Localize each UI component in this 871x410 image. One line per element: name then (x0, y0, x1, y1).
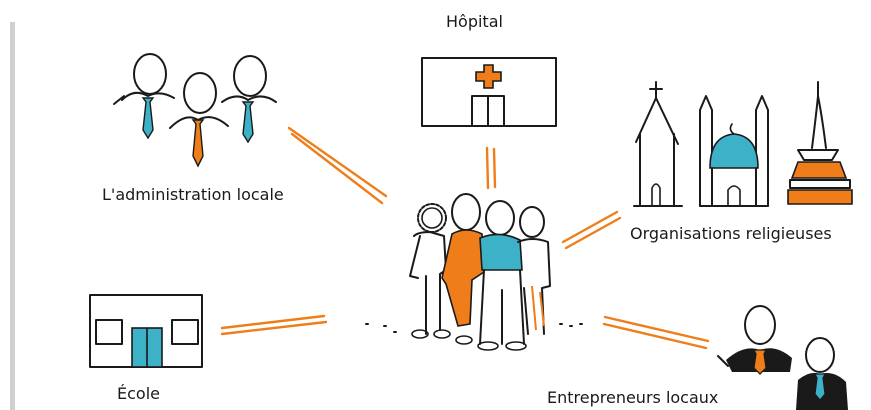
left-divider (10, 22, 15, 410)
local-entrepreneurs-label: Entrepreneurs locaux (547, 388, 719, 407)
entrepreneurs-icon (717, 305, 848, 410)
religious-organisations-label: Organisations religieuses (630, 224, 832, 243)
administration-people-icon (113, 53, 277, 168)
connector-religious (561, 210, 622, 250)
community-group-icon (365, 193, 583, 351)
religious-buildings-icon (633, 81, 853, 207)
hospital-icon (421, 57, 557, 127)
connector-entrepreneurs (602, 315, 710, 350)
connector-administration (287, 126, 388, 205)
connector-school (220, 314, 328, 336)
connector-hospital (485, 146, 497, 190)
local-administration-label: L'administration locale (102, 185, 284, 204)
hospital-label: Hôpital (446, 12, 503, 31)
school-icon (89, 294, 203, 368)
school-label: École (117, 384, 160, 403)
